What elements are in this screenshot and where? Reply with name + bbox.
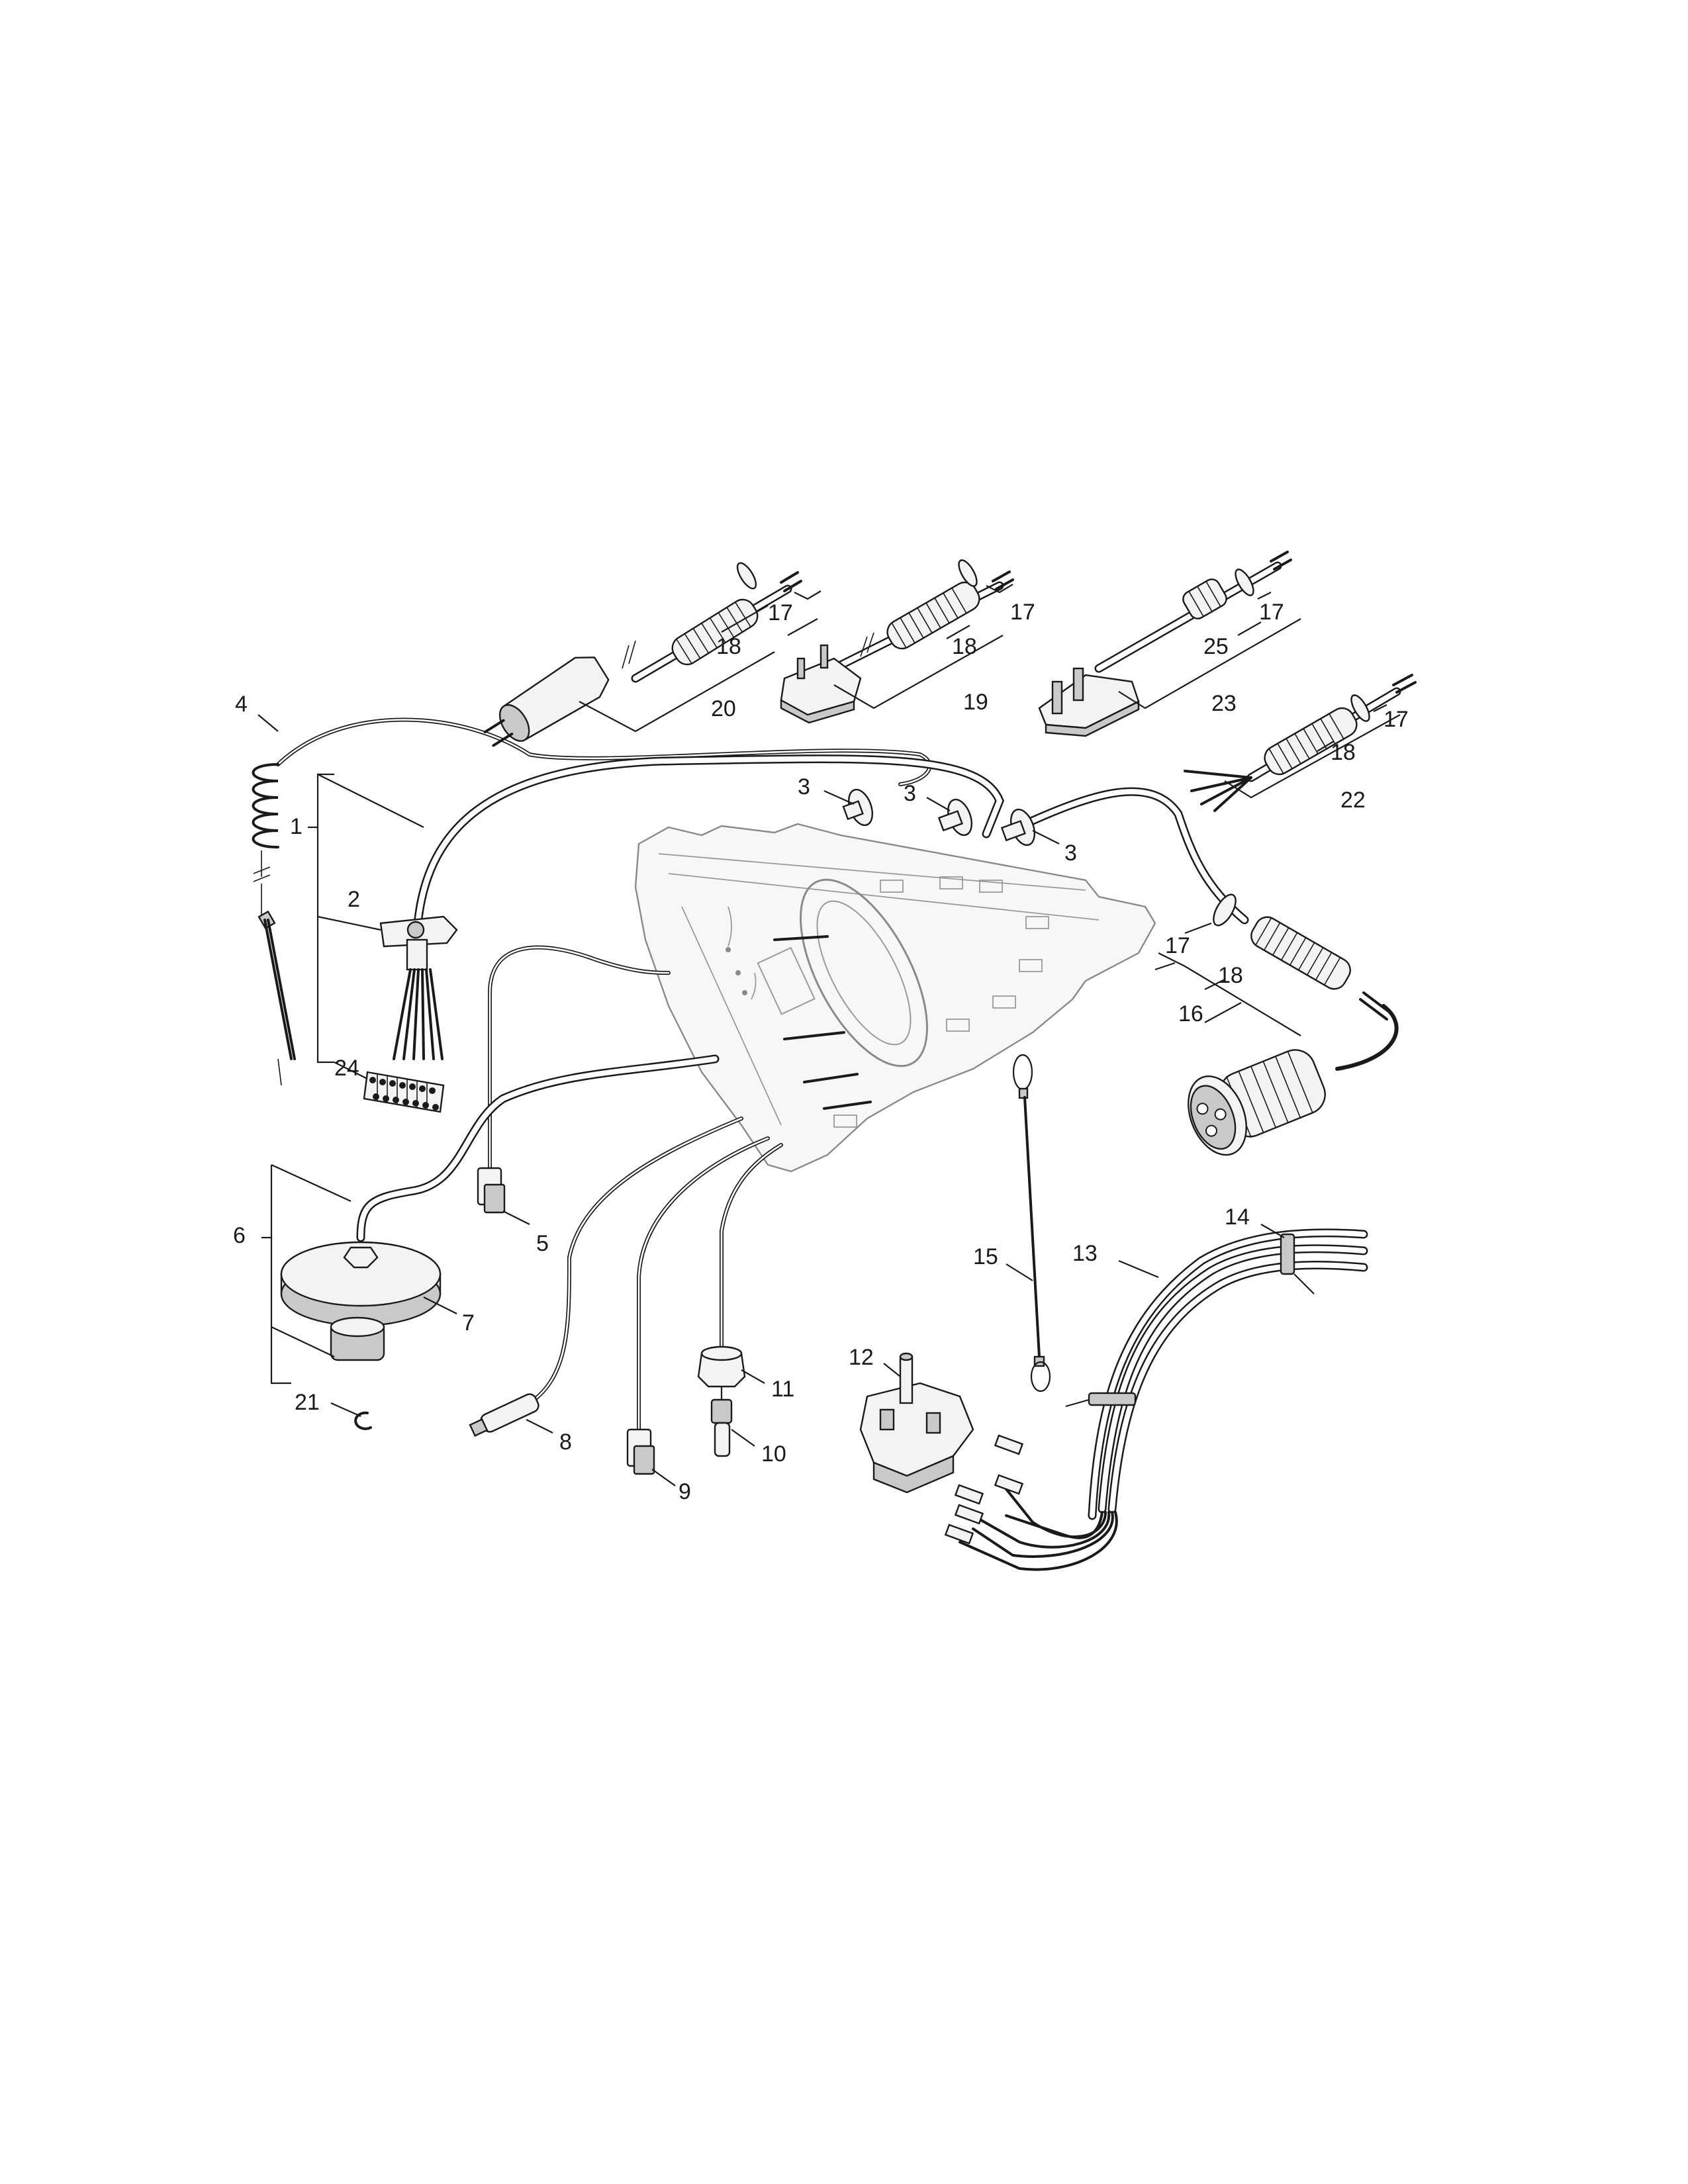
part-label-23: 23	[1211, 691, 1237, 716]
part-number-labels: 20 18 17 19 18 17 23 25 17 22 18 17 4 1 …	[233, 600, 1409, 1504]
cable-gland	[379, 915, 458, 1060]
part-label-18: 18	[1218, 963, 1243, 988]
part-label-18: 18	[716, 634, 741, 659]
part-label-6: 6	[233, 1223, 246, 1248]
schuko-plug-assembly	[483, 562, 802, 747]
part-label-11: 11	[771, 1377, 794, 1402]
bare-wire-cable-assembly	[1184, 674, 1417, 812]
part-label-20: 20	[711, 696, 736, 721]
part-label-1: 1	[290, 814, 303, 839]
part-label-12: 12	[849, 1345, 874, 1370]
cable-routing	[276, 717, 1399, 1432]
earth-strap	[1012, 1054, 1051, 1392]
part-label-17: 17	[1165, 933, 1190, 958]
temperature-probe-coil	[252, 763, 296, 1086]
part-label-7: 7	[462, 1310, 475, 1336]
temperature-sensor	[469, 1393, 539, 1437]
part-label-17: 17	[1010, 600, 1035, 625]
part-label-21: 21	[295, 1390, 320, 1415]
part-label-17: 17	[1259, 600, 1284, 625]
uk-plug-assembly	[780, 559, 1014, 724]
part-label-13: 13	[1072, 1241, 1098, 1266]
retaining-clip	[354, 1411, 372, 1430]
part-label-24: 24	[334, 1056, 359, 1081]
part-label-17: 17	[768, 600, 793, 625]
part-label-9: 9	[679, 1479, 691, 1504]
part-label-14: 14	[1225, 1205, 1250, 1230]
pressure-switch	[280, 1241, 442, 1361]
connector-5	[477, 1167, 506, 1214]
sensor-nut	[697, 1345, 746, 1388]
leader-lines	[258, 584, 1401, 1486]
part-label-8: 8	[559, 1430, 572, 1455]
level-sensor-probe	[710, 1387, 733, 1457]
wire-harness	[944, 1228, 1368, 1571]
part-label-3: 3	[904, 781, 916, 806]
part-label-16: 16	[1178, 1001, 1203, 1026]
grommets	[842, 788, 1036, 846]
part-label-22: 22	[1340, 788, 1366, 813]
part-label-3: 3	[1064, 841, 1077, 866]
part-label-17: 17	[1383, 707, 1409, 732]
part-label-18: 18	[1331, 740, 1356, 765]
industrial-plug-assembly	[1188, 893, 1391, 1156]
part-label-4: 4	[235, 692, 248, 717]
part-label-19: 19	[963, 690, 988, 715]
part-label-5: 5	[536, 1231, 549, 1256]
part-label-15: 15	[973, 1244, 998, 1269]
round-pin-plug-assembly	[1038, 551, 1292, 737]
terminal-strip	[363, 1071, 445, 1113]
part-label-10: 10	[761, 1441, 786, 1467]
selector-switch	[859, 1352, 974, 1494]
part-label-25: 25	[1203, 634, 1229, 659]
control-panel-housing	[634, 823, 1156, 1173]
part-label-18: 18	[952, 634, 977, 659]
connector-9	[626, 1428, 655, 1475]
part-label-2: 2	[348, 887, 360, 912]
part-label-3: 3	[798, 774, 810, 799]
